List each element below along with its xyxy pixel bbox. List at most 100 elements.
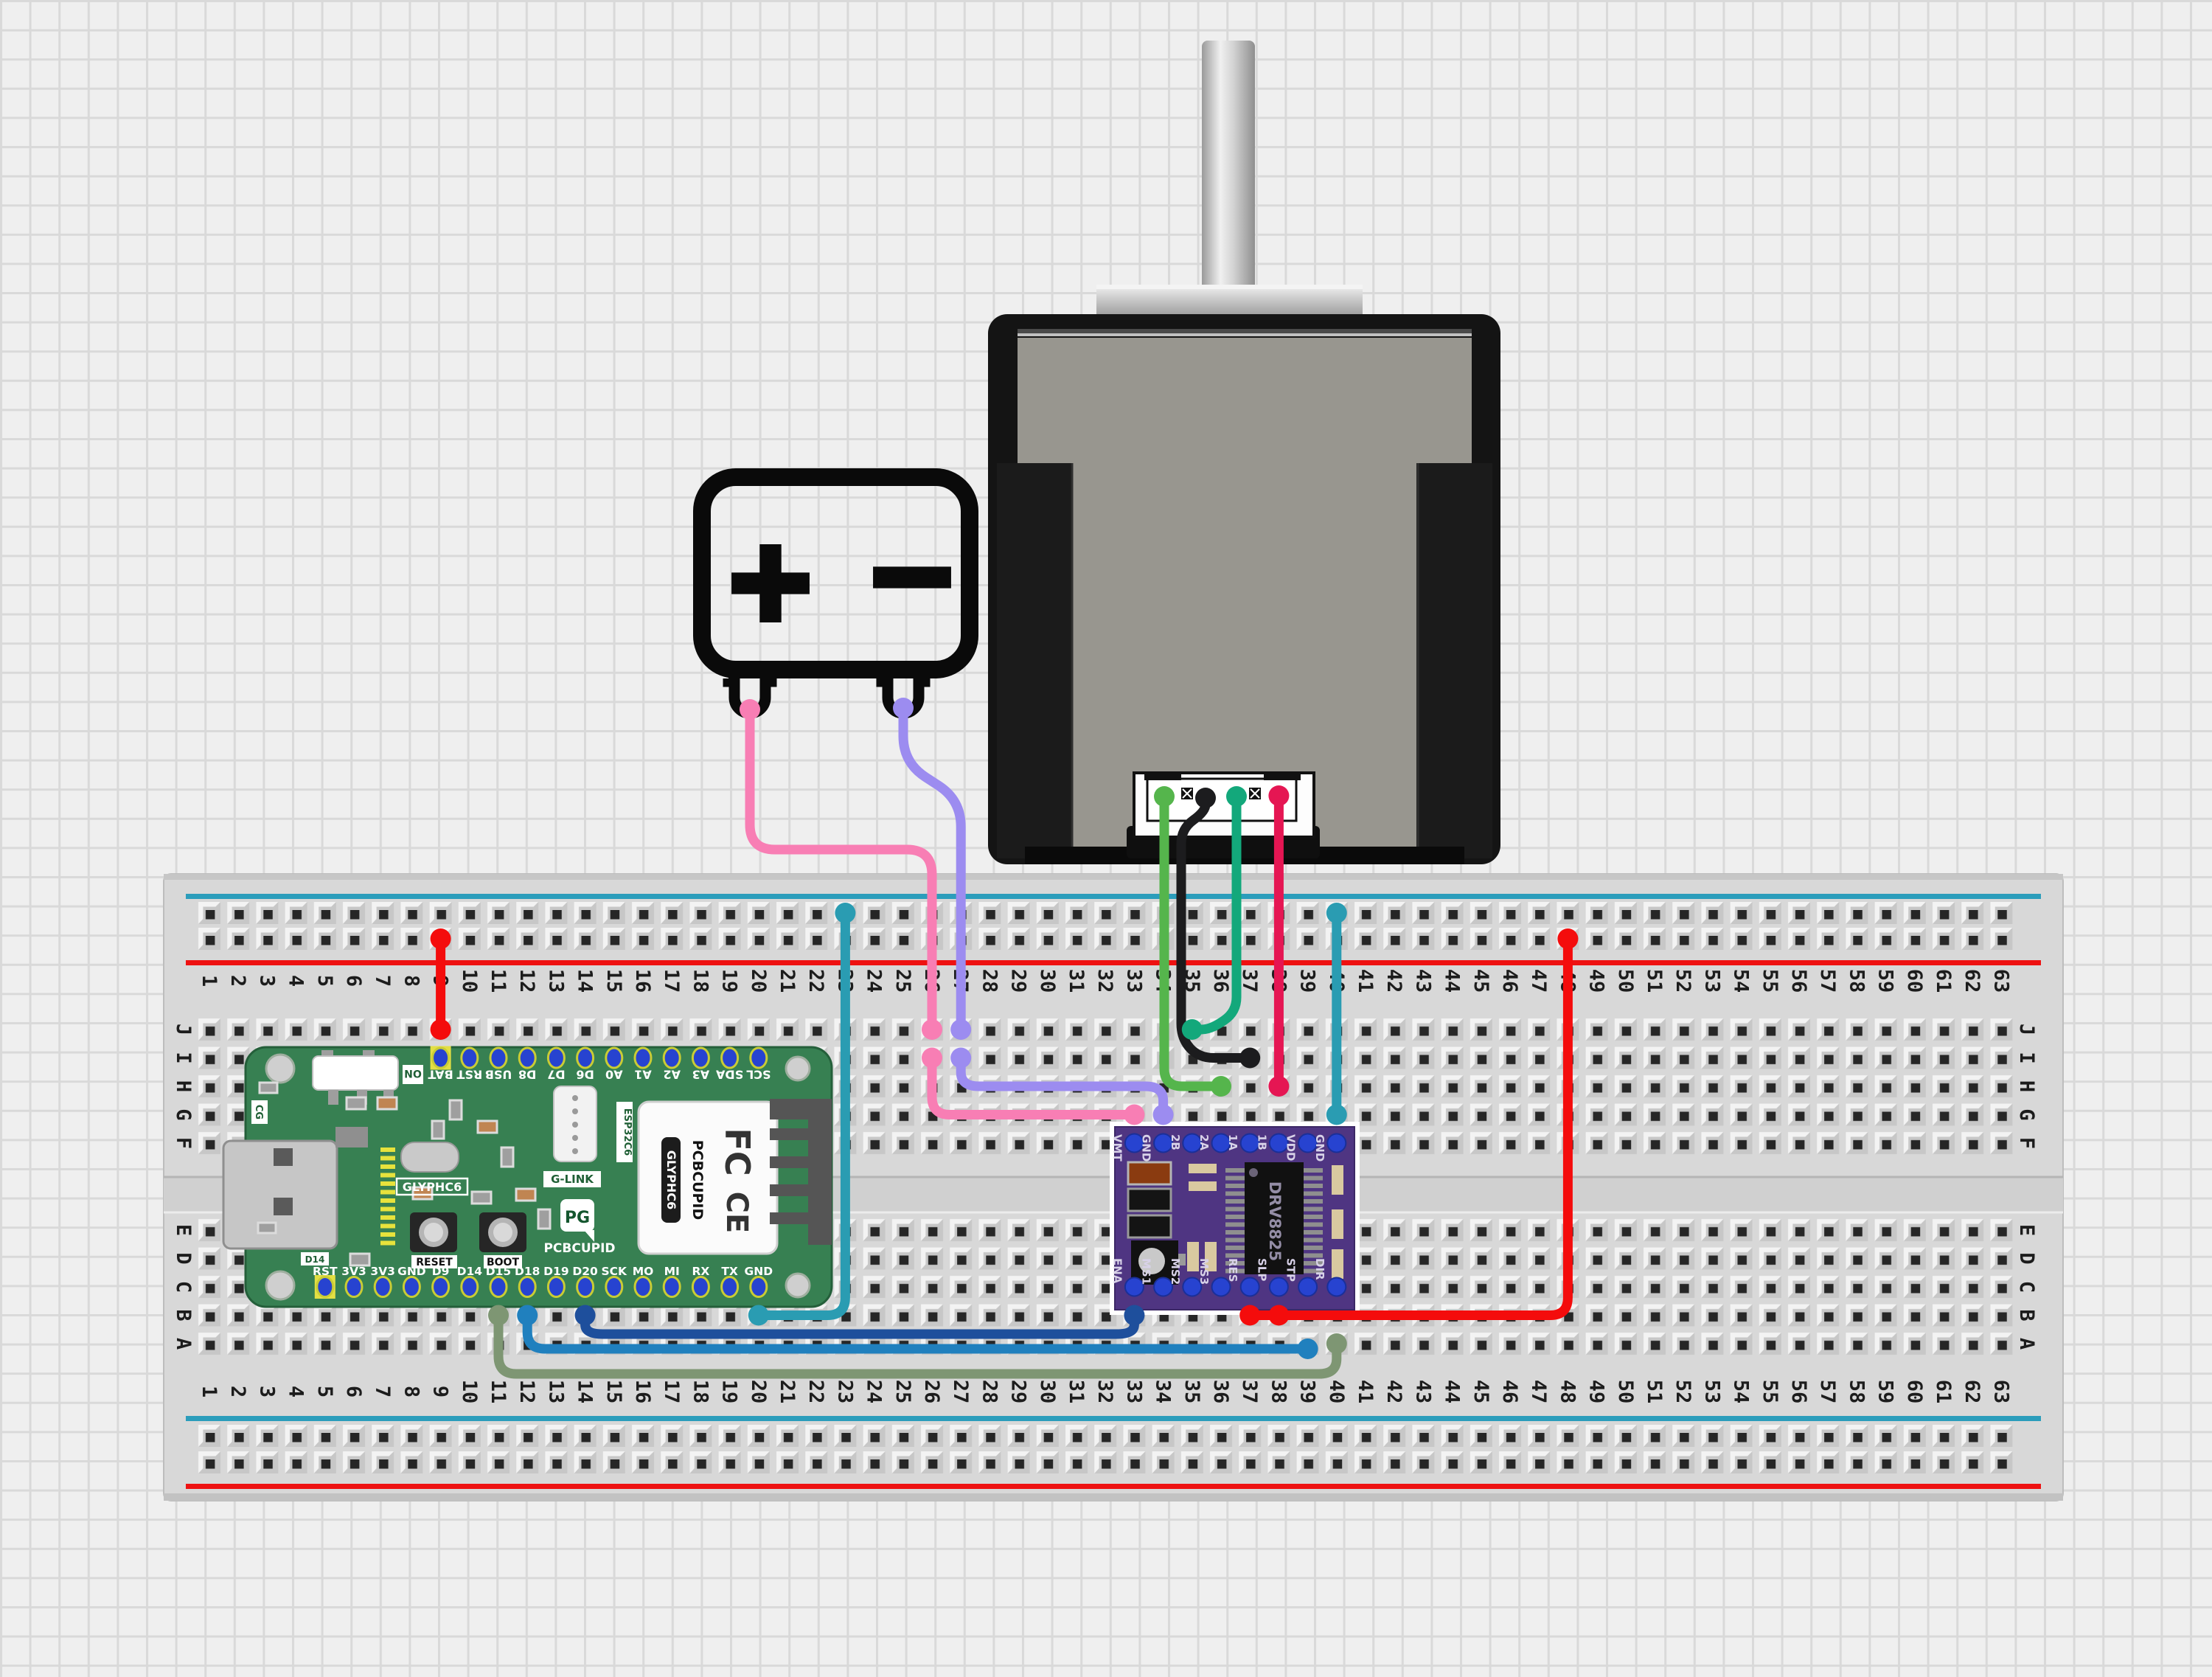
- usb-connector[interactable]: [222, 1139, 338, 1250]
- pin-a3[interactable]: [691, 1046, 710, 1069]
- top-rail-holes[interactable]: [195, 900, 2017, 952]
- wire-teal-rail-to-drv-gnd[interactable]: [1326, 903, 1347, 1125]
- pin-d15[interactable]: [489, 1276, 508, 1298]
- pin-sck[interactable]: [605, 1276, 624, 1298]
- pin-gnd[interactable]: [1153, 1133, 1174, 1153]
- wire-end[interactable]: [517, 1305, 538, 1326]
- trim-pot-dial[interactable]: [1138, 1248, 1165, 1274]
- wire-end[interactable]: [488, 1305, 509, 1326]
- pin-gnd[interactable]: [749, 1276, 768, 1298]
- wire-black-motor-1a[interactable]: [1176, 788, 1261, 1069]
- bottom-rail-holes[interactable]: [195, 1423, 2017, 1476]
- wire-end[interactable]: [430, 1019, 451, 1040]
- power-switch[interactable]: [312, 1055, 399, 1091]
- wire-end[interactable]: [1268, 1076, 1290, 1097]
- wire-purple-battery-minus[interactable]: [893, 698, 972, 1040]
- wire-steel-d18-to-stp[interactable]: [517, 1305, 1318, 1360]
- pin-2a[interactable]: [1211, 1133, 1231, 1153]
- pin-ms1[interactable]: [1153, 1277, 1174, 1297]
- pin-a1[interactable]: [633, 1046, 653, 1069]
- pin-d18[interactable]: [518, 1276, 537, 1298]
- pin-d9[interactable]: [431, 1276, 451, 1298]
- pin-d19[interactable]: [546, 1276, 566, 1298]
- pin-gnd[interactable]: [402, 1276, 421, 1298]
- wire-end[interactable]: [1195, 788, 1216, 808]
- pin-1b[interactable]: [1268, 1133, 1289, 1153]
- pin-slp[interactable]: [1268, 1277, 1289, 1297]
- wire-end[interactable]: [1181, 1019, 1203, 1040]
- motor-shaft[interactable]: [1202, 41, 1255, 295]
- pin-tx[interactable]: [720, 1276, 740, 1298]
- pin-1a[interactable]: [1239, 1133, 1260, 1153]
- pin-2b[interactable]: [1182, 1133, 1203, 1153]
- pin-d14[interactable]: [460, 1276, 479, 1298]
- pin-scl[interactable]: [749, 1046, 768, 1069]
- wire-end[interactable]: [922, 1019, 942, 1040]
- wire-pink-battery-plus[interactable]: [740, 699, 942, 1040]
- wire-purple-to-drv-gnd[interactable]: [950, 1047, 1174, 1125]
- pin-ms3[interactable]: [1211, 1277, 1231, 1297]
- wire-end[interactable]: [950, 1019, 972, 1040]
- wire-end[interactable]: [1124, 1104, 1145, 1125]
- wire-end[interactable]: [1239, 1305, 1261, 1326]
- pin-d6[interactable]: [576, 1046, 595, 1069]
- wire-pink-to-vmot[interactable]: [922, 1047, 1145, 1125]
- wires[interactable]: [430, 698, 1579, 1379]
- pin-a0[interactable]: [605, 1046, 624, 1069]
- wire-end[interactable]: [835, 903, 856, 923]
- wire-teal-gnd-to-rail[interactable]: [748, 903, 856, 1326]
- glyphc6-board[interactable]: ON CG GLYPHC6 G-LINK ESP32C6 PG PCBCUPID…: [222, 1046, 833, 1308]
- pin-res[interactable]: [1239, 1277, 1260, 1297]
- pin-ena[interactable]: [1124, 1277, 1144, 1297]
- wire-end[interactable]: [1557, 928, 1579, 949]
- pin-ms2[interactable]: [1182, 1277, 1203, 1297]
- wire-green-motor-2a[interactable]: [1154, 786, 1231, 1097]
- pin-stp[interactable]: [1298, 1277, 1318, 1297]
- pin-bat[interactable]: [431, 1046, 451, 1069]
- wire-end[interactable]: [748, 1305, 769, 1326]
- pin-gnd[interactable]: [1326, 1133, 1347, 1153]
- wire-end[interactable]: [1268, 785, 1290, 806]
- wire-end[interactable]: [1152, 1104, 1174, 1125]
- pin-rst[interactable]: [316, 1276, 335, 1298]
- pin-vmt[interactable]: [1124, 1133, 1144, 1153]
- pin-dir[interactable]: [1326, 1277, 1347, 1297]
- wire-end[interactable]: [740, 699, 760, 720]
- battery-outline[interactable]: [693, 468, 978, 678]
- wire-sage-d15-to-dir[interactable]: [488, 1305, 1347, 1379]
- wire-end[interactable]: [1124, 1305, 1145, 1326]
- wire-end[interactable]: [1326, 903, 1347, 923]
- pin-usb[interactable]: [489, 1046, 508, 1069]
- pin-sda[interactable]: [720, 1046, 740, 1069]
- pin-d7[interactable]: [546, 1046, 566, 1069]
- wire-crimson-motor-1b[interactable]: [1268, 785, 1290, 1097]
- battery[interactable]: + −: [693, 468, 978, 719]
- pin-3v3[interactable]: [344, 1276, 364, 1298]
- pin-d8[interactable]: [518, 1046, 537, 1069]
- wire-end[interactable]: [893, 698, 914, 718]
- pin-rx[interactable]: [691, 1276, 710, 1298]
- wire-emerald-motor-2b[interactable]: [1181, 786, 1247, 1040]
- wire-end[interactable]: [1326, 1104, 1347, 1125]
- wire-red-rail-to-bat[interactable]: [430, 928, 451, 1040]
- wire-end[interactable]: [1268, 1305, 1290, 1326]
- wire-end[interactable]: [1239, 1047, 1261, 1069]
- wire-end[interactable]: [922, 1047, 942, 1069]
- wire-end[interactable]: [430, 928, 451, 949]
- wire-end[interactable]: [1297, 1339, 1318, 1359]
- pin-mo[interactable]: [633, 1276, 653, 1298]
- pin-d20[interactable]: [576, 1276, 595, 1298]
- wire-end[interactable]: [1211, 1076, 1231, 1097]
- wire-end[interactable]: [1154, 786, 1175, 807]
- wire-end[interactable]: [950, 1047, 972, 1069]
- pin-rst[interactable]: [460, 1046, 479, 1069]
- pin-vdd[interactable]: [1298, 1133, 1318, 1153]
- pin-3v3[interactable]: [373, 1276, 392, 1298]
- wire-end[interactable]: [574, 1305, 596, 1326]
- wire-red-slp-res-to-rail[interactable]: [1239, 928, 1579, 1326]
- wire-end[interactable]: [1226, 786, 1247, 807]
- pin-mi[interactable]: [662, 1276, 681, 1298]
